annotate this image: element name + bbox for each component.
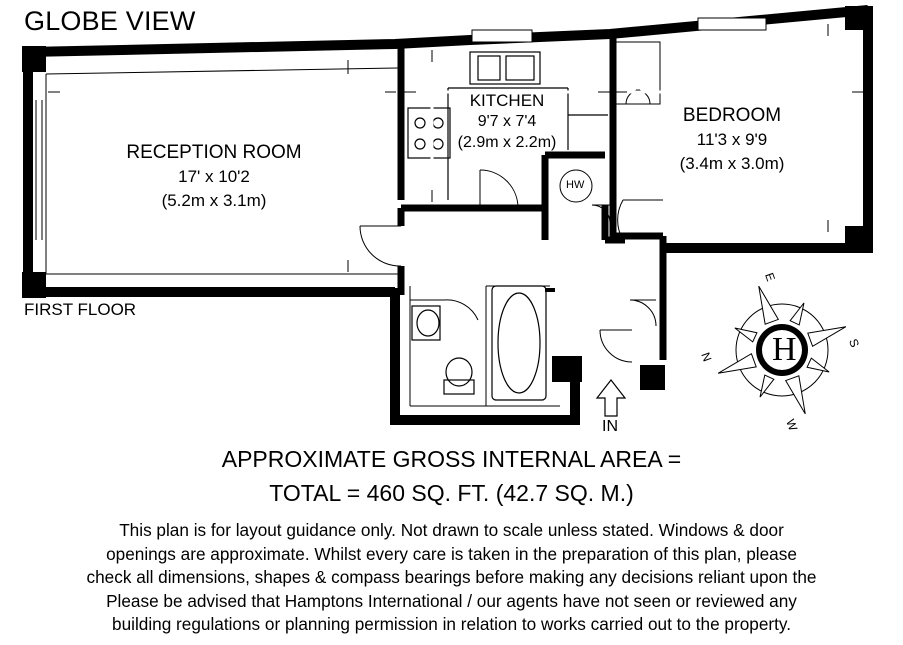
- plan-title: GLOBE VIEW: [24, 6, 196, 36]
- bath-fixture: [491, 285, 547, 401]
- room-metric: (5.2m x 3.1m): [161, 191, 267, 210]
- room-label-kitchen: KITCHEN 9'7 x 7'4 (2.9m x 2.2m): [458, 90, 557, 153]
- wardrobe: [615, 41, 661, 105]
- room-name: BEDROOM: [682, 105, 782, 126]
- compass-rose: [717, 285, 847, 415]
- door-swings: [359, 169, 663, 363]
- disclaimer-line: This plan is for layout guidance only. N…: [119, 520, 784, 540]
- room-label-reception: RECEPTION ROOM 17' x 10'2 (5.2m x 3.1m): [126, 141, 301, 213]
- disclaimer-line: openings are approximate. Whilst every c…: [106, 543, 797, 564]
- entrance-label: IN: [602, 418, 618, 435]
- floor-label: FIRST FLOOR: [24, 300, 137, 319]
- windows-top: [471, 17, 767, 43]
- disclaimer-line: building regulations or planning permiss…: [112, 614, 791, 634]
- inner-lines: [35, 67, 399, 275]
- room-metric: (2.9m x 2.2m): [457, 134, 557, 151]
- basin-fixture: [411, 305, 441, 341]
- room-name: RECEPTION ROOM: [126, 142, 302, 163]
- room-name: KITCHEN: [469, 91, 545, 110]
- partition-walls: [397, 38, 667, 360]
- hw-label: HW: [566, 179, 585, 191]
- dimension-lines-white: [60, 36, 852, 260]
- wc-fixture: [443, 357, 475, 395]
- kitchen-fixtures: [407, 51, 608, 200]
- entrance-arrow: [595, 379, 627, 417]
- bathroom-walls: [390, 288, 580, 425]
- compass-center-letter: H: [772, 331, 797, 368]
- room-imperial: 9'7 x 7'4: [477, 113, 537, 130]
- disclaimer: This plan is for layout guidance only. N…: [0, 519, 903, 637]
- solid-wall-blocks: [22, 6, 873, 390]
- hw-cupboard: [559, 169, 593, 203]
- room-imperial: 11'3 x 9'9: [696, 130, 768, 149]
- room-label-bedroom: BEDROOM 11'3 x 9'9 (3.4m x 3.0m): [680, 104, 785, 176]
- bathroom-inner: [409, 285, 560, 407]
- disclaimer-line: check all dimensions, shapes & compass b…: [86, 567, 817, 587]
- room-metric: (3.4m x 3.0m): [679, 154, 785, 173]
- disclaimer-line: Please be advised that Hamptons Internat…: [106, 590, 797, 611]
- area-total: TOTAL = 460 SQ. FT. (42.7 SQ. M.): [269, 480, 634, 506]
- area-heading: APPROXIMATE GROSS INTERNAL AREA =: [221, 446, 682, 472]
- room-imperial: 17' x 10'2: [178, 167, 250, 186]
